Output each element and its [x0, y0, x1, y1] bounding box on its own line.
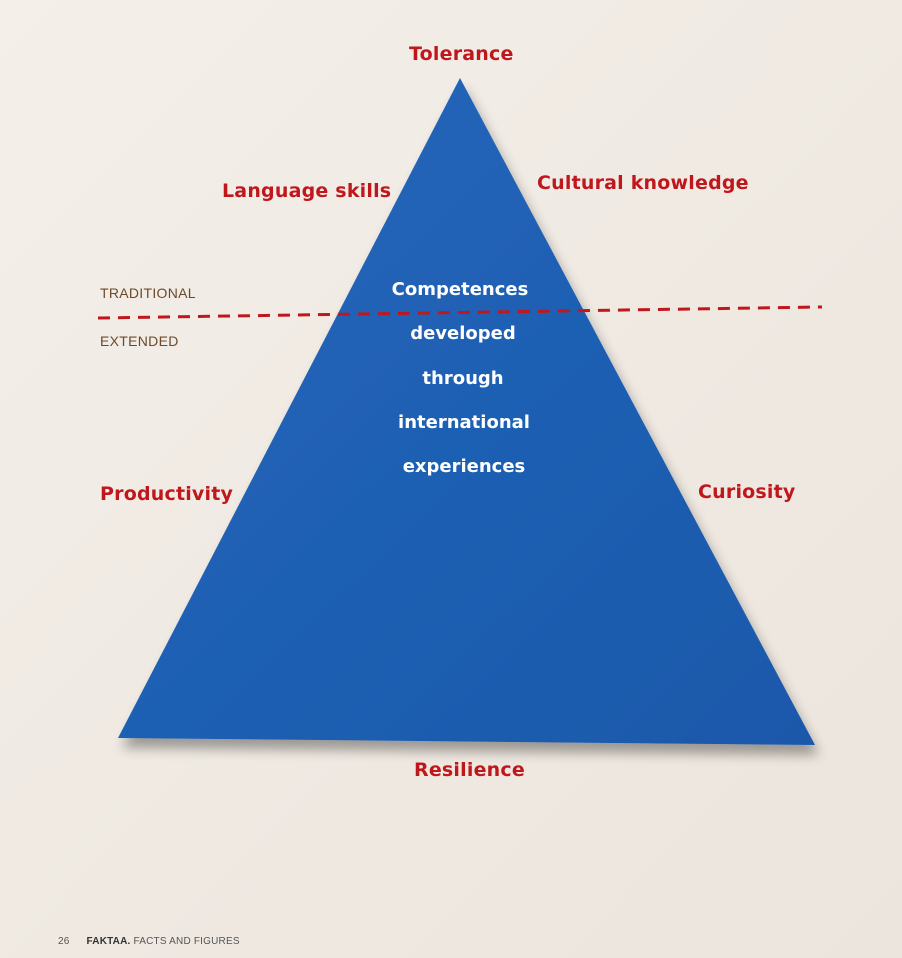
label-resilience: Resilience — [414, 759, 525, 781]
label-cultural-knowledge: Cultural knowledge — [537, 172, 749, 194]
center-text-line-2: developed — [410, 323, 516, 344]
footer-title: FACTS AND FIGURES — [133, 936, 240, 947]
center-text-line-1: Competences — [391, 279, 529, 300]
dashed-divider-line — [97, 305, 823, 320]
center-text-line-4: international — [398, 412, 530, 433]
page-footer: 26 FAKTAA. FACTS AND FIGURES — [58, 936, 240, 947]
center-text-line-5: experiences — [402, 456, 526, 477]
label-language-skills: Language skills — [222, 180, 392, 202]
label-curiosity: Curiosity — [698, 481, 796, 503]
label-tolerance: Tolerance — [409, 43, 514, 65]
pyramid-triangle — [118, 78, 815, 745]
label-productivity: Productivity — [100, 483, 234, 505]
footer-brand: FAKTAA. — [86, 936, 131, 947]
zone-label-extended: EXTENDED — [100, 333, 179, 349]
page-number: 26 — [58, 936, 70, 947]
zone-label-traditional: TRADITIONAL — [100, 285, 196, 301]
center-text-line-3: through — [422, 368, 504, 389]
